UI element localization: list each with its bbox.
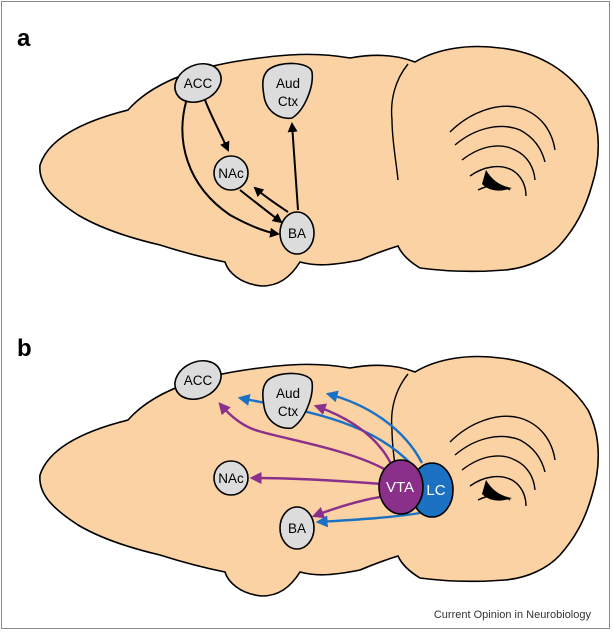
brain-outline-a (40, 47, 598, 286)
label-ba-b: BA (288, 521, 306, 536)
label-acc-b: ACC (184, 373, 213, 388)
label-ba-a: BA (288, 226, 306, 241)
label-vta: VTA (386, 479, 414, 496)
label-aud-a-line2: Ctx (278, 94, 299, 109)
region-nac-b: NAc (214, 461, 248, 495)
label-aud-a-line1: Aud (276, 76, 300, 91)
journal-credit: Current Opinion in Neurobiology (434, 609, 591, 621)
label-aud-b-line1: Aud (276, 386, 300, 401)
label-nac-a: NAc (218, 166, 244, 181)
label-nac-b: NAc (218, 471, 244, 486)
panel-a-label: a (17, 25, 31, 52)
label-acc-a: ACC (184, 76, 213, 91)
region-vta: VTA (379, 460, 423, 514)
region-nac-a: NAc (214, 156, 248, 190)
region-ba-b: BA (280, 507, 314, 549)
label-lc: LC (426, 482, 445, 499)
brain-outline-b (40, 357, 598, 596)
label-aud-b-line2: Ctx (278, 404, 299, 419)
panel-b-label: b (17, 335, 32, 362)
panel-b: b ACC Aud (17, 335, 598, 596)
region-ba-a: BA (280, 212, 314, 254)
panel-a: a ACC Aud Ctx (17, 25, 598, 286)
